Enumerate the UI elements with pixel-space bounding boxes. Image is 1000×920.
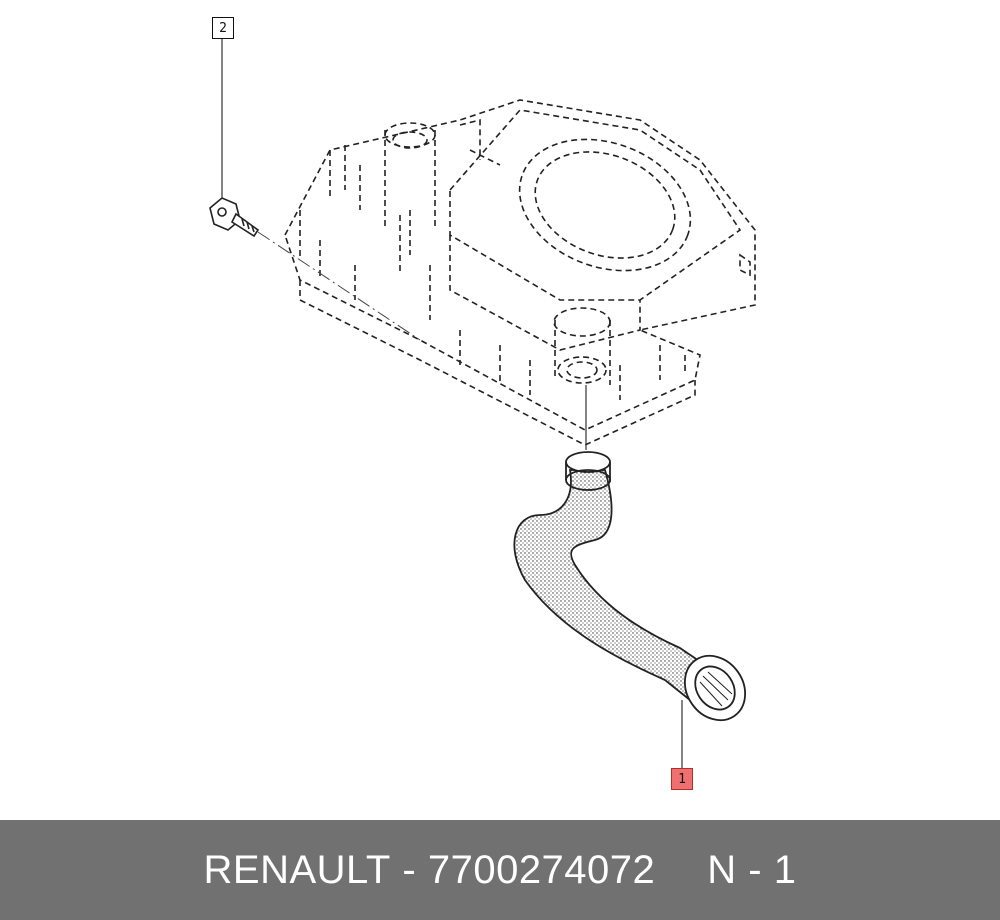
separator: - xyxy=(402,847,417,892)
position-code: N - 1 xyxy=(707,847,797,892)
callout-2: 2 xyxy=(212,17,234,39)
footer-caption: RENAULT - 7700274072 N - 1 xyxy=(0,820,1000,920)
brand-name: RENAULT xyxy=(203,847,391,892)
part-number: 7700274072 xyxy=(427,847,656,892)
cylinder-head-cover xyxy=(284,99,756,446)
breather-hose xyxy=(513,451,747,722)
part-footer-bar: RENAULT - 7700274072 N - 1 xyxy=(0,820,1000,920)
callout-1-highlighted: 1 xyxy=(671,768,693,790)
exploded-parts-diagram xyxy=(209,38,756,768)
bolt xyxy=(209,197,260,238)
bolt-axis-line xyxy=(257,231,421,341)
